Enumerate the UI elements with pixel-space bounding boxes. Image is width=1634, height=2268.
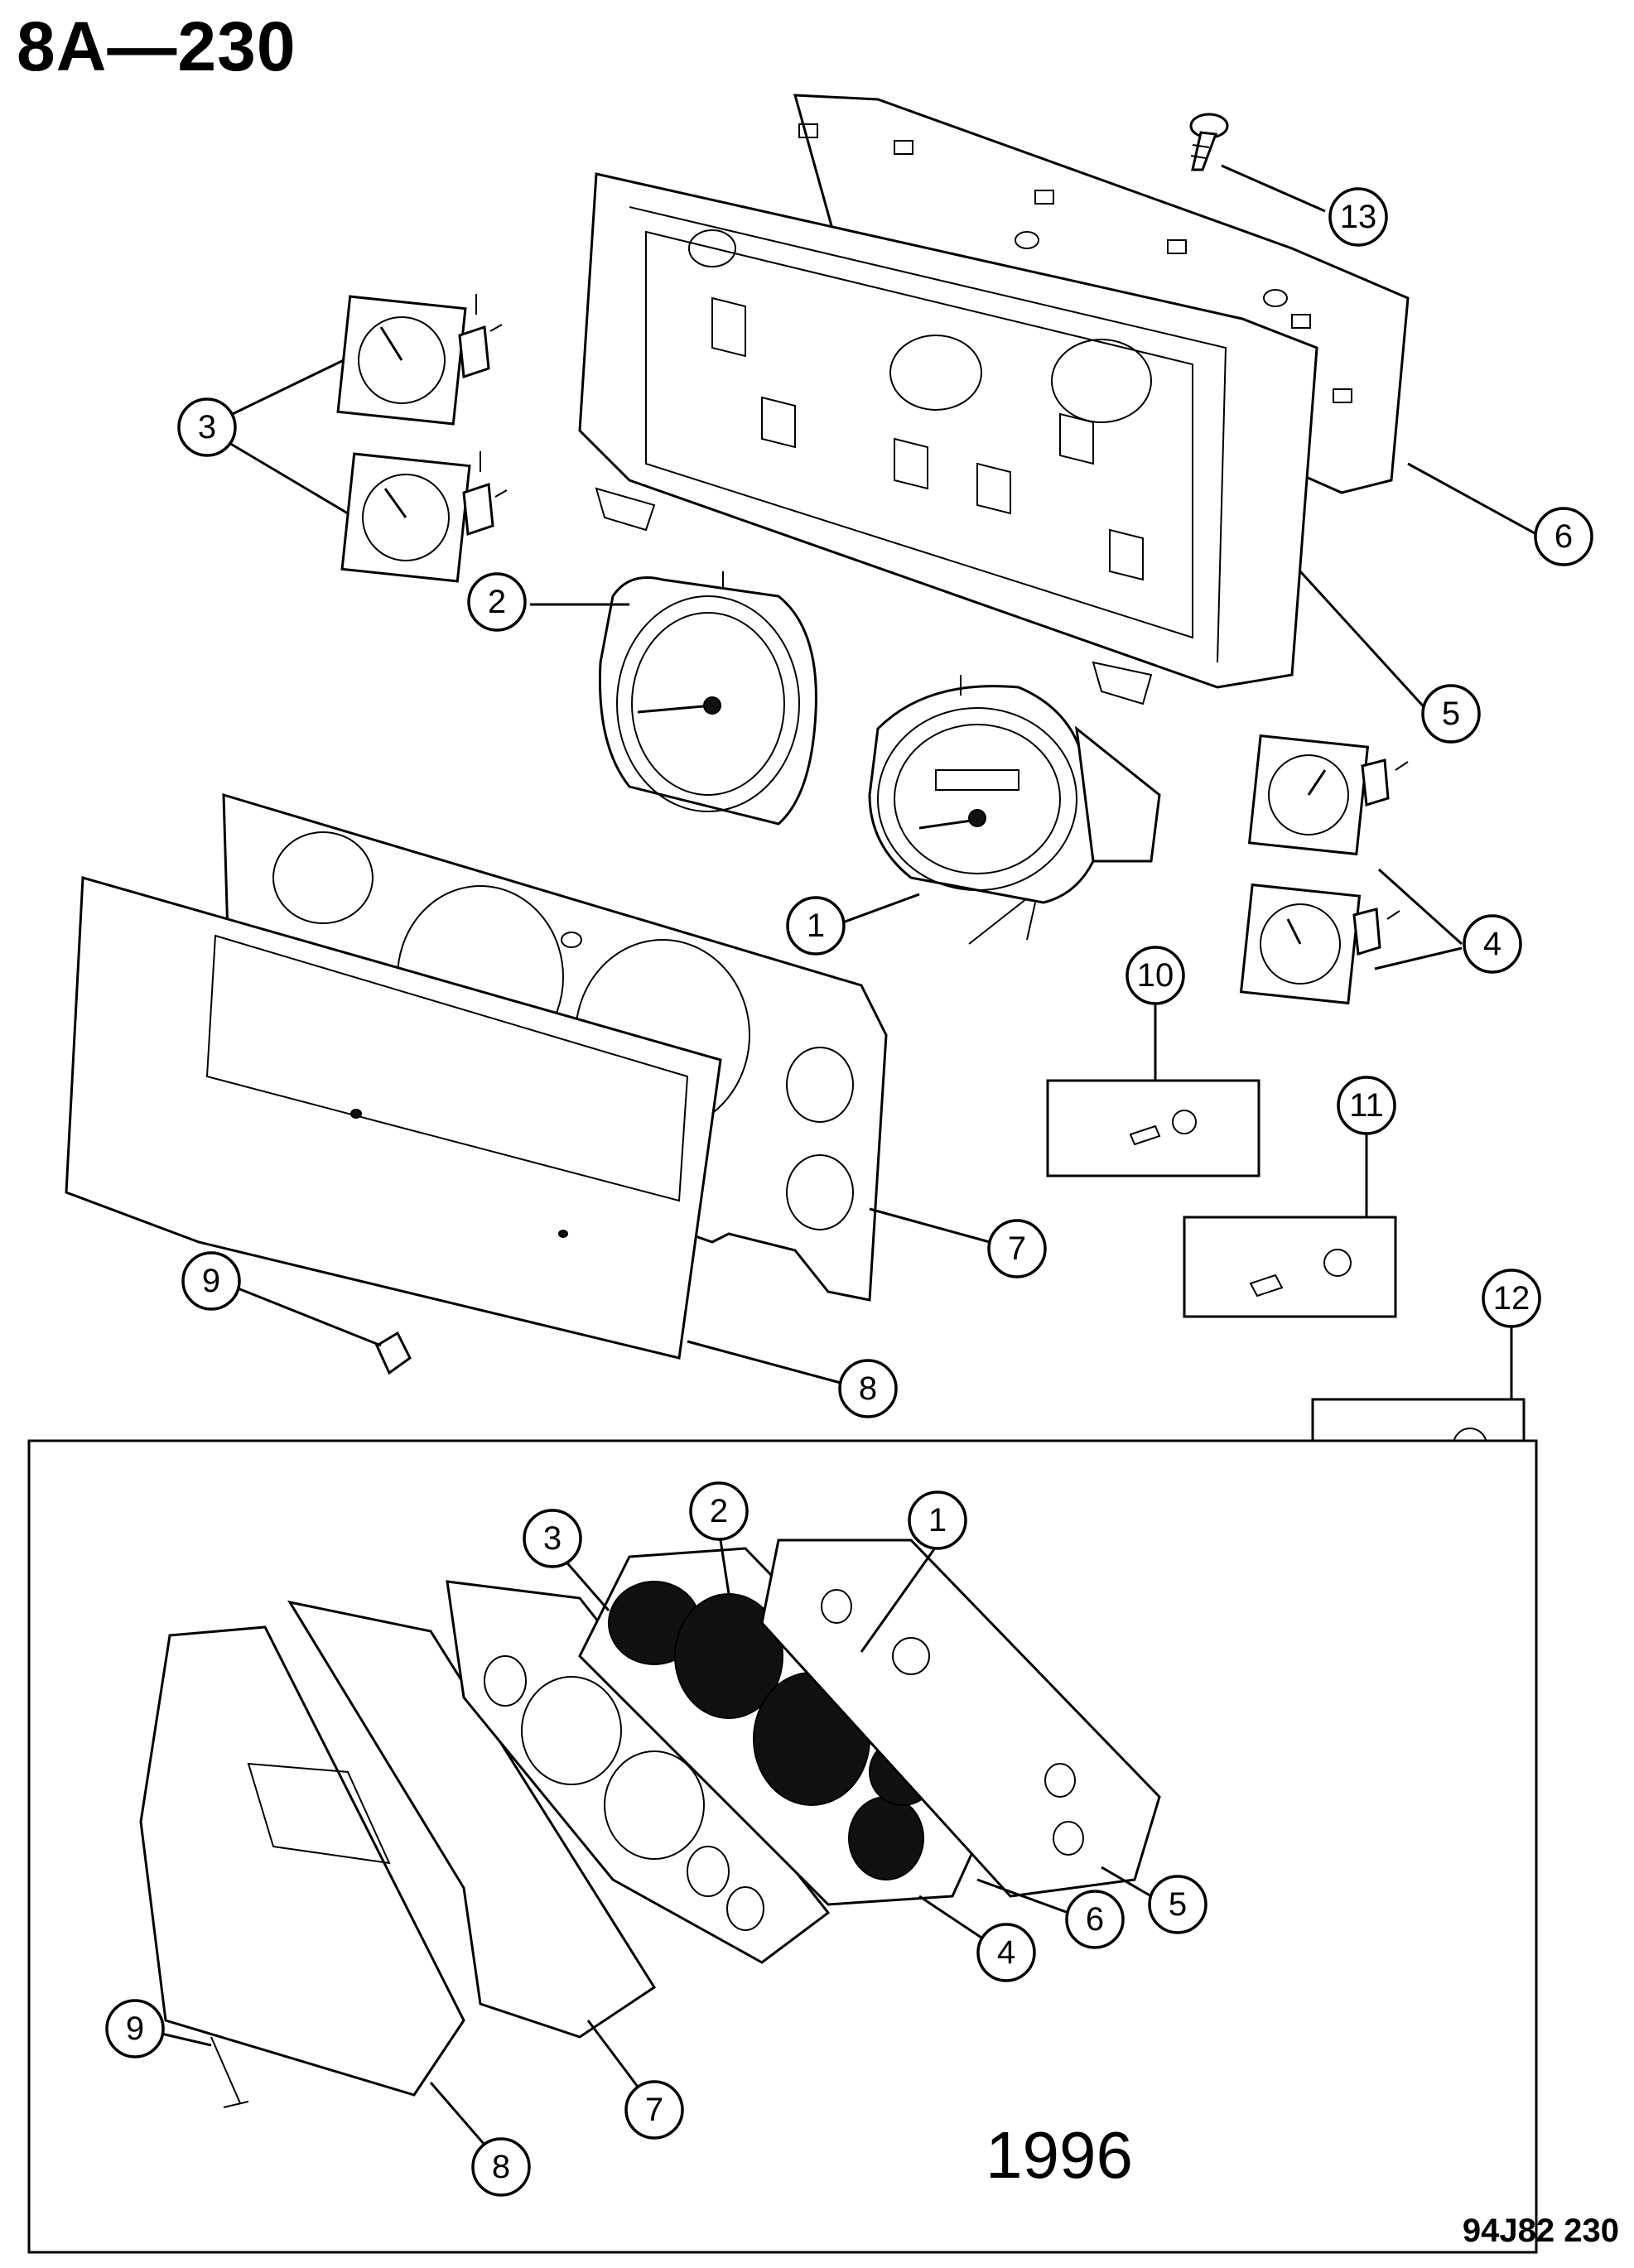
callout-12-label: 12 bbox=[1493, 1280, 1530, 1317]
callout-3-label: 3 bbox=[198, 409, 216, 445]
callout-4: 4 bbox=[1463, 914, 1522, 974]
year-label: 1996 bbox=[986, 2118, 1133, 2192]
callouts-main: 13 6 5 3 2 1 4 10 11 12 7 8 9 bbox=[177, 187, 1593, 1418]
inset-callout-7-label: 7 bbox=[645, 2092, 663, 2128]
cluster-lens bbox=[65, 876, 722, 1360]
inset-callout-9: 9 bbox=[105, 1999, 165, 2059]
callout-6: 6 bbox=[1534, 507, 1593, 566]
screw-part bbox=[1189, 113, 1229, 171]
callout-9: 9 bbox=[181, 1251, 241, 1311]
callouts-inset: 3 2 1 5 6 4 7 8 9 bbox=[105, 1481, 1207, 2197]
leader-lines-inset bbox=[161, 1539, 1152, 2145]
gauge-3-lower bbox=[340, 451, 508, 583]
callout-2-label: 2 bbox=[488, 584, 506, 620]
inset-callout-1-label: 1 bbox=[928, 1502, 947, 1538]
gauge-3-upper bbox=[336, 294, 503, 426]
callout-2: 2 bbox=[467, 572, 527, 632]
inset-callout-3-label: 3 bbox=[543, 1520, 562, 1557]
callout-5: 5 bbox=[1421, 684, 1481, 744]
callout-12: 12 bbox=[1482, 1269, 1541, 1328]
gauge-4-lower bbox=[1239, 883, 1400, 1005]
callout-13-label: 13 bbox=[1340, 199, 1377, 235]
callout-7: 7 bbox=[987, 1219, 1047, 1278]
callout-9-label: 9 bbox=[202, 1263, 220, 1299]
bulb-box-10 bbox=[1046, 1079, 1260, 1177]
callout-13: 13 bbox=[1328, 187, 1388, 247]
cluster-housing bbox=[578, 94, 1410, 705]
inset-1996: 1996 bbox=[27, 1439, 1538, 2254]
inset-callout-8-label: 8 bbox=[492, 2149, 510, 2185]
inset-callout-9-label: 9 bbox=[126, 2010, 144, 2047]
inset-callout-6-label: 6 bbox=[1086, 1901, 1104, 1938]
callout-6-label: 6 bbox=[1554, 518, 1573, 555]
callout-11-label: 11 bbox=[1349, 1087, 1384, 1124]
inset-callout-5-label: 5 bbox=[1169, 1886, 1187, 1923]
inset-callout-4-label: 4 bbox=[997, 1934, 1015, 1971]
inset-callout-7: 7 bbox=[624, 2080, 684, 2140]
inset-callout-2: 2 bbox=[689, 1481, 749, 1541]
callout-1-label: 1 bbox=[807, 908, 825, 944]
inset-callout-4: 4 bbox=[976, 1923, 1036, 1982]
drawing-number: 94J82 230 bbox=[1462, 2213, 1619, 2249]
callout-10: 10 bbox=[1125, 946, 1185, 1005]
inset-callout-5: 5 bbox=[1148, 1875, 1207, 1934]
callout-3: 3 bbox=[177, 397, 237, 457]
callout-5-label: 5 bbox=[1442, 696, 1460, 732]
inset-callout-1: 1 bbox=[908, 1490, 967, 1550]
bulb-box-11 bbox=[1183, 1216, 1397, 1318]
inset-callout-3: 3 bbox=[523, 1509, 582, 1568]
callout-10-label: 10 bbox=[1137, 957, 1174, 994]
inset-callout-2-label: 2 bbox=[710, 1493, 728, 1529]
leader-lines-main bbox=[214, 164, 1537, 1399]
inset-callout-6: 6 bbox=[1065, 1890, 1125, 1949]
callout-1: 1 bbox=[786, 896, 846, 956]
callout-11: 11 bbox=[1337, 1076, 1396, 1135]
tachometer bbox=[598, 571, 817, 826]
callout-7-label: 7 bbox=[1008, 1230, 1026, 1267]
callout-8: 8 bbox=[838, 1359, 898, 1418]
gauge-4-upper bbox=[1247, 734, 1409, 856]
reset-knob bbox=[375, 1331, 412, 1375]
callout-8-label: 8 bbox=[859, 1370, 877, 1407]
callout-4-label: 4 bbox=[1483, 926, 1501, 962]
speedometer bbox=[868, 675, 1161, 945]
inset-callout-8: 8 bbox=[471, 2137, 531, 2197]
page-label: 8A—230 bbox=[17, 7, 296, 85]
